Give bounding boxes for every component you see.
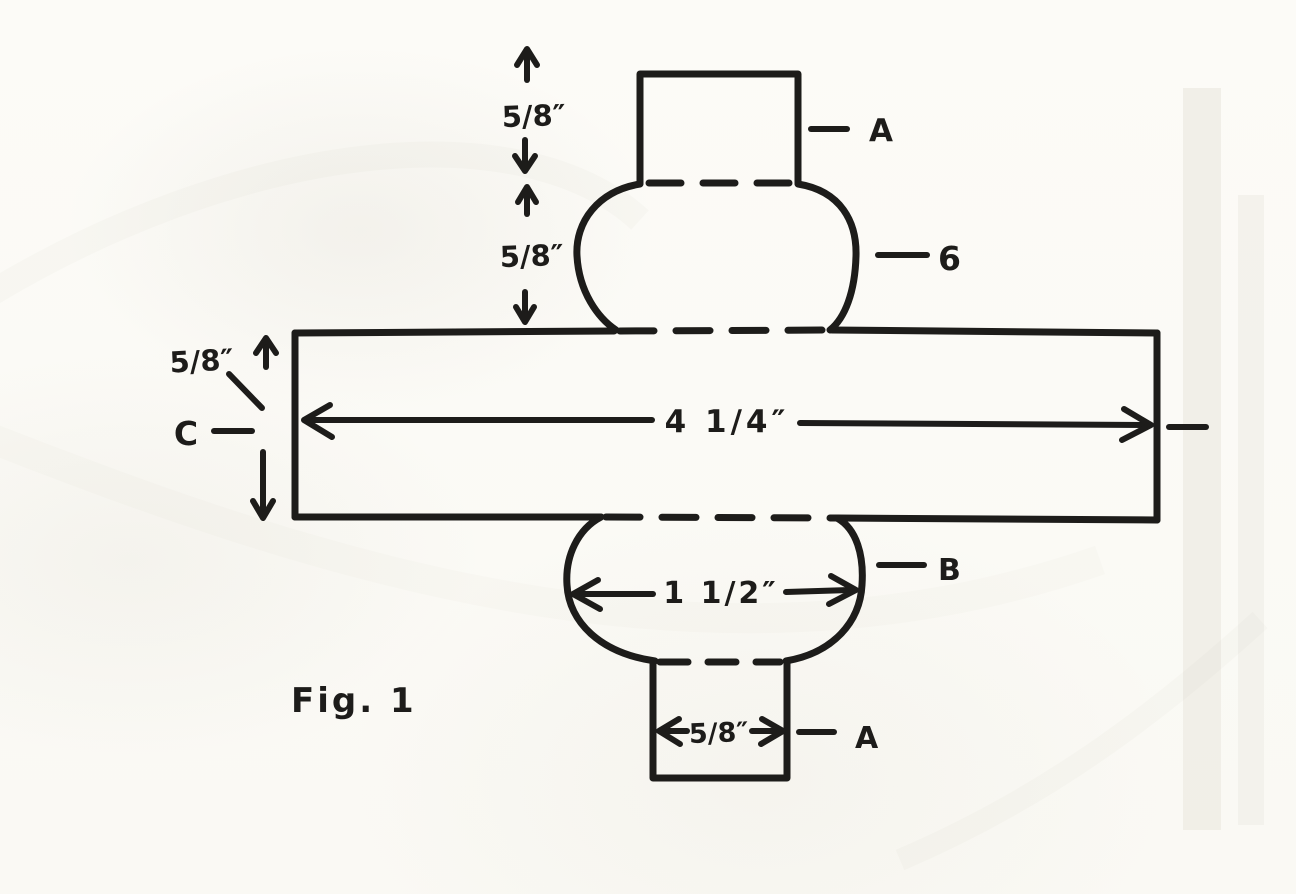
callout-c-label: C [174,414,198,453]
dimension-linework [211,46,1209,747]
dim-arm-thickness-label: 5/8″ [169,342,235,379]
paper-smudge [0,141,649,304]
arm-top-hidden [616,326,837,335]
dim-top-bead-height-arrows [513,184,539,325]
arm-top-right [828,326,1161,337]
top-bead-outline [573,180,860,334]
paper-smudge [895,611,1268,871]
top-tenon-outline [636,70,802,187]
dim-bottom-bead-width-label: 1 1/2″ [663,576,778,611]
dim-bottom-tenon-width-arrows [656,716,786,747]
leader-arm-thickness [226,371,265,411]
arm-outline [291,326,1161,524]
figure-caption: Fig. 1 [291,681,417,721]
part-outline [291,70,1161,782]
arm-top-left [291,327,618,337]
bottom-tenon-sides [649,658,791,782]
top-tenon-sides [636,70,802,187]
arm-bottom-right [833,514,1161,524]
callout-b-bottom-label: B [938,553,961,588]
dim-bottom-tenon-width-label: 5/8″ [688,717,749,750]
dim-bottom-bead-width-arrows [570,573,859,612]
scan-artifacts [0,88,1268,871]
callout-b-top-label: 6 [938,239,961,278]
dim-top-tenon-height-label: 5/8″ [501,98,566,134]
scan-band [1183,88,1221,830]
bottom-tenon-outline [649,658,791,782]
dim-arm-length-arrows [301,402,1154,443]
bottom-bead-left-curve [563,513,659,665]
bottom-bead-outline [563,513,866,665]
top-bead-left-curve [573,180,644,334]
dim-arm-thickness-arrows [226,335,279,521]
top-bead-right-curve [794,180,860,334]
figure-text: 5/8″ 5/8″ 5/8″ C 4 1/4″ A 6 B 1 1/2″ 5/8… [169,98,961,756]
callout-a-bottom-label: A [855,721,879,756]
dim-arm-length-label: 4 1/4″ [665,404,790,440]
dim-top-bead-height-label: 5/8″ [499,238,564,274]
arm-bottom-hidden [602,513,842,522]
paper-smudge [0,425,1105,634]
scan-band [1238,195,1264,825]
callout-a-top-label: A [869,113,893,149]
bottom-bead-right-curve [782,514,866,665]
dim-top-tenon-height-arrows [512,46,540,174]
